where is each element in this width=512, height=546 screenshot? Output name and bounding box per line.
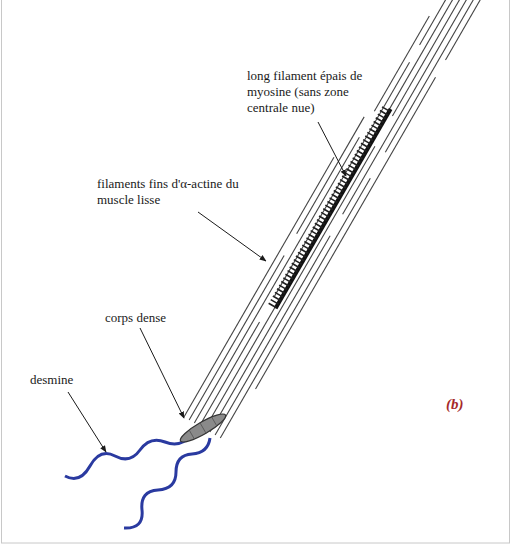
actin-filament (189, 255, 284, 420)
leader-line (140, 328, 184, 418)
actin-filaments (184, 0, 506, 438)
dense-body (177, 410, 228, 446)
leader-line (198, 212, 266, 261)
actin-filament (374, 16, 429, 111)
actin-filament (220, 178, 370, 438)
desmin-strand (65, 436, 190, 478)
callout-label: corps dense (103, 310, 168, 326)
leader-lines (68, 122, 346, 452)
callout-label: filaments fins d'α-actine du muscle liss… (95, 176, 264, 208)
callout-label: long filament épais de myosine (sans zon… (245, 68, 367, 116)
leader-line (318, 122, 346, 176)
actin-filament (446, 0, 506, 60)
callout-label: desmine (28, 372, 75, 388)
panel-letter: (b) (444, 396, 466, 412)
actin-filament (420, 0, 480, 45)
leader-line (68, 392, 106, 452)
actin-filament (256, 77, 436, 389)
actin-filament (215, 236, 330, 435)
myosin-heads (272, 107, 387, 306)
desmin-strand (124, 438, 210, 528)
myosin-filament (272, 107, 390, 308)
actin-filament (392, 0, 490, 116)
actin-filament (385, 0, 500, 152)
